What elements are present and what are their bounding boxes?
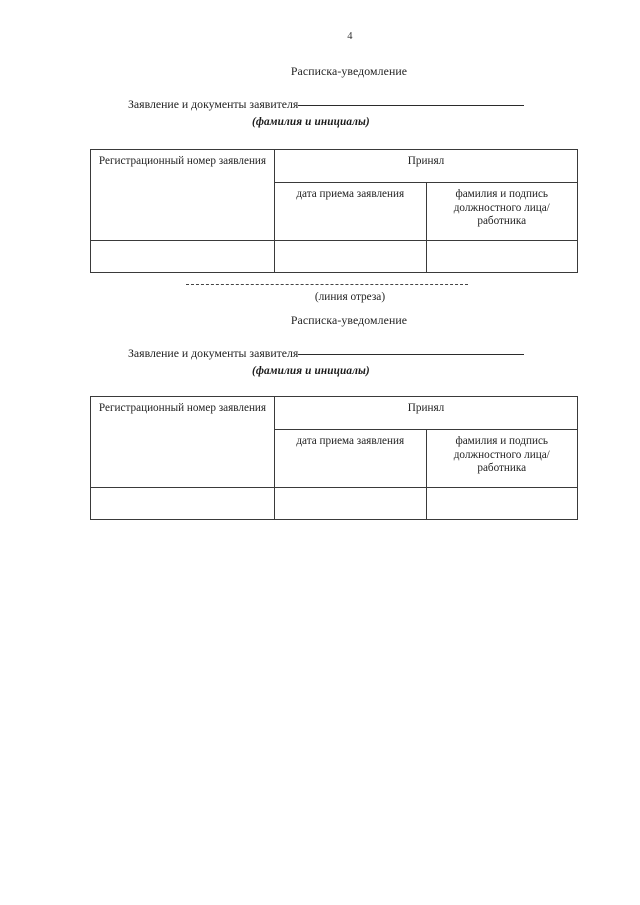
- cut-line-divider: [186, 284, 468, 285]
- page-number: 4: [347, 31, 353, 42]
- header-acceptance-date: дата приема заявления: [274, 429, 427, 488]
- field-caption: (фамилия и инициалы): [0, 116, 640, 128]
- cut-line-caption: (линия отреза): [314, 291, 386, 303]
- receipt-table-2: Регистрационный номер заявления Принял д…: [90, 396, 578, 520]
- cell-official-signature[interactable]: [425, 240, 578, 273]
- table-row: [90, 240, 578, 273]
- receipt-title: Расписка-уведомление: [290, 313, 408, 327]
- header-official-signature: фамилия и подпись должностного лица/рабо…: [425, 182, 578, 241]
- applicant-name-fill-rule[interactable]: [298, 94, 525, 106]
- cell-acceptance-date[interactable]: [274, 487, 427, 520]
- field-caption: (фамилия и инициалы): [0, 365, 640, 377]
- table-row: [90, 487, 578, 520]
- table-header-row: Регистрационный номер заявления Принял: [90, 396, 578, 488]
- cell-registration-number[interactable]: [90, 487, 275, 520]
- table-header-row: Регистрационный номер заявления Принял: [90, 149, 578, 241]
- receipt-section-2: Расписка-уведомление Заявление и докумен…: [0, 313, 640, 377]
- cell-registration-number[interactable]: [90, 240, 275, 273]
- receipt-title: Расписка-уведомление: [290, 64, 408, 78]
- header-accepted-by: Принял: [274, 396, 578, 430]
- header-registration-number: Регистрационный номер заявления: [90, 149, 275, 241]
- header-official-signature: фамилия и подпись должностного лица/рабо…: [425, 429, 578, 488]
- table-subheader-row: дата приема заявления фамилия и подпись …: [91, 429, 578, 488]
- receipt-table-1: Регистрационный номер заявления Принял д…: [90, 149, 578, 273]
- applicant-line: Заявление и документы заявителя: [0, 96, 640, 114]
- header-registration-number: Регистрационный номер заявления: [90, 396, 275, 488]
- applicant-label: Заявление и документы заявителя: [128, 97, 299, 111]
- cell-acceptance-date[interactable]: [274, 240, 427, 273]
- receipt-section-1: Расписка-уведомление Заявление и докумен…: [0, 64, 640, 128]
- table-subheader-row: дата приема заявления фамилия и подпись …: [91, 182, 578, 241]
- applicant-label: Заявление и документы заявителя: [128, 346, 299, 360]
- header-acceptance-date: дата приема заявления: [274, 182, 427, 241]
- field-caption-text: (фамилия и инициалы): [252, 365, 370, 377]
- header-accepted-by: Принял: [274, 149, 578, 183]
- field-caption-text: (фамилия и инициалы): [252, 116, 370, 128]
- applicant-line: Заявление и документы заявителя: [0, 345, 640, 363]
- cell-official-signature[interactable]: [425, 487, 578, 520]
- applicant-name-fill-rule[interactable]: [298, 343, 525, 355]
